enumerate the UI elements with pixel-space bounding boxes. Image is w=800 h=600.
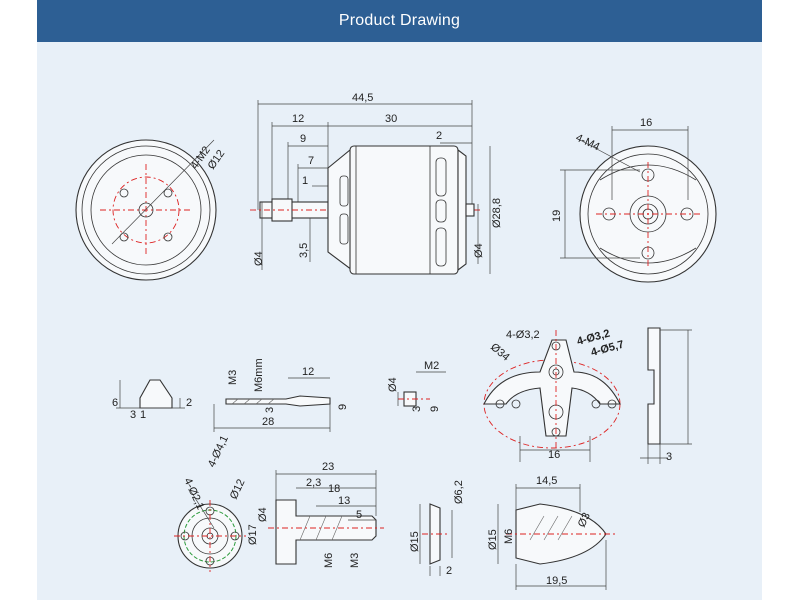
shaft-dim-9: 9 (337, 404, 349, 410)
dim-30: 30 (385, 113, 397, 125)
adapter-dim-13: 13 (338, 495, 350, 507)
shaft-m6: M6mm (253, 358, 265, 392)
front-view: 4-M2 Ø12 (75, 139, 227, 281)
spinner-d3: Ø3 (576, 511, 593, 529)
mount-d34: Ø34 (488, 341, 512, 364)
washer-d6-2: Ø6,2 (453, 480, 465, 504)
mount-dim-3: 3 (666, 451, 672, 463)
adapter-dim-5: 5 (356, 509, 362, 521)
adapter-m6: M6 (323, 553, 335, 568)
spinner-dim-19-5: 19,5 (546, 575, 567, 587)
adapter-d4-1: 4-Ø4,1 (206, 434, 231, 470)
dim-rear-19: 19 (551, 210, 563, 222)
shaft-dim-3: 3 (264, 407, 276, 413)
dim-total-length: 44,5 (352, 92, 373, 104)
pin-dim-2: 2 (186, 397, 192, 409)
pin-dim-1: 1 (140, 409, 146, 421)
adapter-front: 4-Ø2,1 4-Ø4,1 Ø12 (174, 434, 248, 572)
washer-dim-2: 2 (446, 565, 452, 577)
adapter-d12: Ø12 (228, 477, 248, 501)
shaft-part: M3 M6mm 12 28 3 9 (213, 358, 349, 432)
drawing-sheet (37, 0, 762, 600)
washer-part: Ø15 Ø6,2 2 (409, 480, 465, 577)
rear-thread-label: 4-M4 (574, 132, 602, 153)
washer-d15: Ø15 (409, 531, 421, 552)
dim-12: 12 (292, 113, 304, 125)
rear-view: 16 19 4-M4 (551, 117, 717, 283)
pin-dim-3: 3 (130, 409, 136, 421)
adapter-side: 23 2,3 18 13 5 Ø4 Ø17 M6 M3 (247, 461, 384, 568)
adapter-d17: Ø17 (247, 524, 259, 545)
mount-d3-2-left: 4-Ø3,2 (506, 329, 540, 341)
dim-d28-8: Ø28,8 (491, 198, 503, 228)
shaft-dim-28: 28 (262, 416, 274, 428)
spinner-m6: M6 (503, 529, 515, 544)
nut-m2: M2 (424, 360, 439, 372)
dim-9: 9 (300, 133, 306, 145)
dim-1: 1 (302, 175, 308, 187)
pin-part: 6 3 1 2 (112, 379, 192, 421)
dim-7: 7 (308, 155, 314, 167)
mount-dim-16: 16 (548, 449, 560, 461)
adapter-dim-2-3: 2,3 (306, 477, 321, 489)
spinner-part: 14,5 Ø15 M6 Ø3 19,5 (487, 475, 616, 590)
dim-d4-right: Ø4 (473, 243, 485, 258)
shaft-m3: M3 (227, 370, 239, 385)
mount-part: 4-Ø3,2 4-Ø3,2 4-Ø5,7 Ø34 16 3 (483, 327, 692, 464)
dim-d4-left: Ø4 (253, 251, 265, 266)
adapter-m3: M3 (349, 553, 361, 568)
nut-dim-9: 9 (429, 406, 441, 412)
shaft-dim-12: 12 (302, 366, 314, 378)
nut-part: Ø4 M2 3 9 (387, 360, 446, 412)
nut-dim-3: 3 (411, 406, 423, 412)
pin-dim-6: 6 (112, 397, 118, 409)
dim-3-5: 3,5 (298, 243, 310, 258)
side-view: 44,5 12 30 9 7 1 2 Ø28,8 Ø (250, 92, 503, 275)
page-title: Product Drawing (37, 0, 762, 42)
nut-d4: Ø4 (387, 377, 399, 392)
adapter-dim-18: 18 (328, 483, 340, 495)
spinner-d15: Ø15 (487, 529, 499, 550)
dim-rear-16: 16 (640, 117, 652, 129)
adapter-d2-1: 4-Ø2,1 (181, 476, 206, 512)
adapter-dim-23: 23 (322, 461, 334, 473)
spinner-dim-14-5: 14,5 (536, 475, 557, 487)
dim-2: 2 (436, 130, 442, 142)
adapter-d4: Ø4 (257, 507, 269, 522)
